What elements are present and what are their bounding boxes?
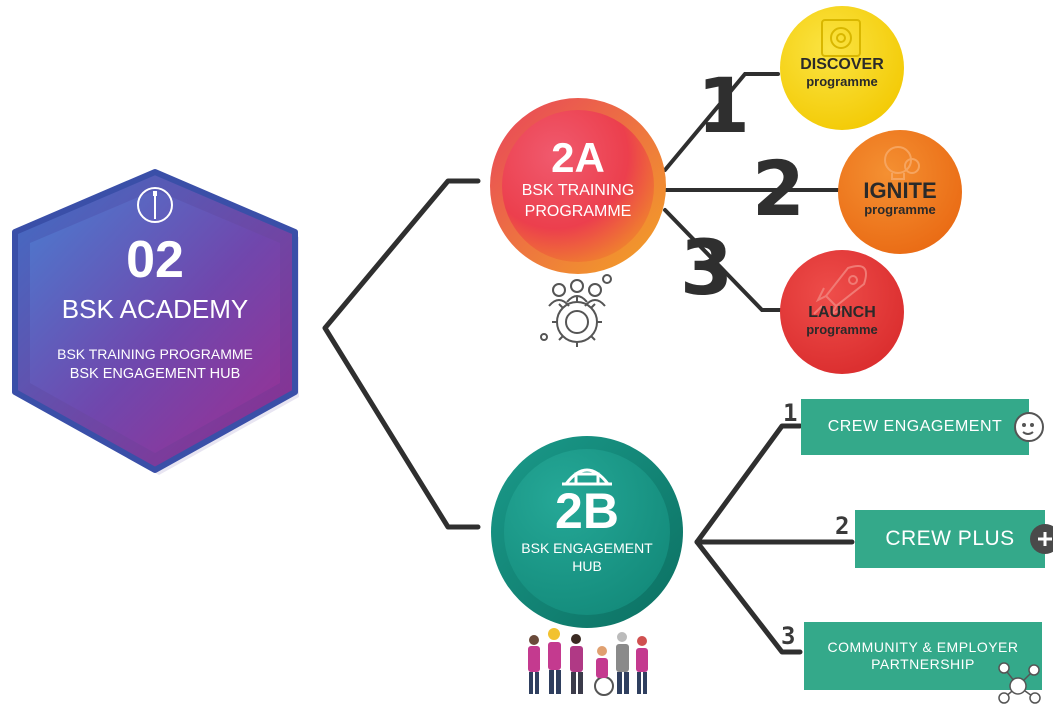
- ignite-circle: [838, 130, 962, 254]
- crew-engagement-box: [801, 399, 1029, 455]
- crew-engagement-label: CREW ENGAGEMENT: [801, 399, 1029, 455]
- people-group-illustration: [528, 628, 648, 696]
- hub-number-1: 1: [783, 399, 798, 427]
- launch-circle: [780, 250, 904, 374]
- discover-sub: programme: [806, 74, 878, 89]
- chat-face-icon: [1014, 412, 1044, 442]
- academy-number: 02: [126, 231, 184, 289]
- step-number-3: 3: [680, 223, 733, 312]
- hub-line-2: HUB: [572, 558, 602, 574]
- partnership-label: COMMUNITY & EMPLOYER PARTNERSHIP: [804, 622, 1042, 690]
- hub-circle: [491, 436, 683, 628]
- academy-title: BSK ACADEMY: [61, 294, 249, 324]
- discover-circle: [780, 6, 904, 130]
- hub-code: 2B: [555, 483, 619, 539]
- training-line-2: PROGRAMME: [524, 203, 632, 220]
- academy-hexagon: [12, 169, 299, 475]
- gear-icon: [821, 19, 861, 57]
- crew-plus-label: CREW PLUS: [855, 510, 1045, 568]
- academy-line-2: BSK ENGAGEMENT HUB: [69, 366, 241, 382]
- academy-connector: [322, 178, 481, 530]
- hub-number-3: 3: [781, 622, 796, 650]
- compass-icon: [137, 187, 173, 223]
- partnership-text-2: PARTNERSHIP: [871, 656, 975, 672]
- hub-line-1: BSK ENGAGEMENT: [521, 540, 653, 556]
- training-connector: [663, 72, 840, 312]
- step-number-2: 2: [752, 144, 805, 233]
- training-code: 2A: [551, 134, 605, 181]
- ignite-sub: programme: [864, 202, 936, 217]
- crew-engagement-text: CREW ENGAGEMENT: [827, 418, 1003, 435]
- lightbulb-gear-icon: [884, 146, 920, 180]
- network-icon: [998, 662, 1041, 704]
- training-circle: [490, 98, 666, 274]
- launch-sub: programme: [806, 322, 878, 337]
- step-number-1: 1: [697, 61, 750, 150]
- rocket-icon: [813, 265, 867, 317]
- hub-number-2: 2: [835, 512, 850, 540]
- discover-label: DISCOVER: [800, 56, 884, 73]
- plus-circle-icon: [1030, 524, 1053, 554]
- hub-connector: [694, 423, 855, 655]
- partnership-text-1: COMMUNITY & EMPLOYER: [827, 639, 1019, 655]
- partnership-box: [804, 622, 1042, 690]
- team-gear-icon: [540, 274, 612, 347]
- ignite-label: IGNITE: [863, 178, 937, 203]
- helmet-icon: [562, 468, 612, 486]
- crew-plus-text: CREW PLUS: [885, 527, 1015, 550]
- academy-line-1: BSK TRAINING PROGRAMME: [57, 346, 253, 362]
- crew-plus-box: [855, 510, 1045, 568]
- training-line-1: BSK TRAINING: [521, 182, 635, 199]
- launch-label: LAUNCH: [808, 304, 876, 321]
